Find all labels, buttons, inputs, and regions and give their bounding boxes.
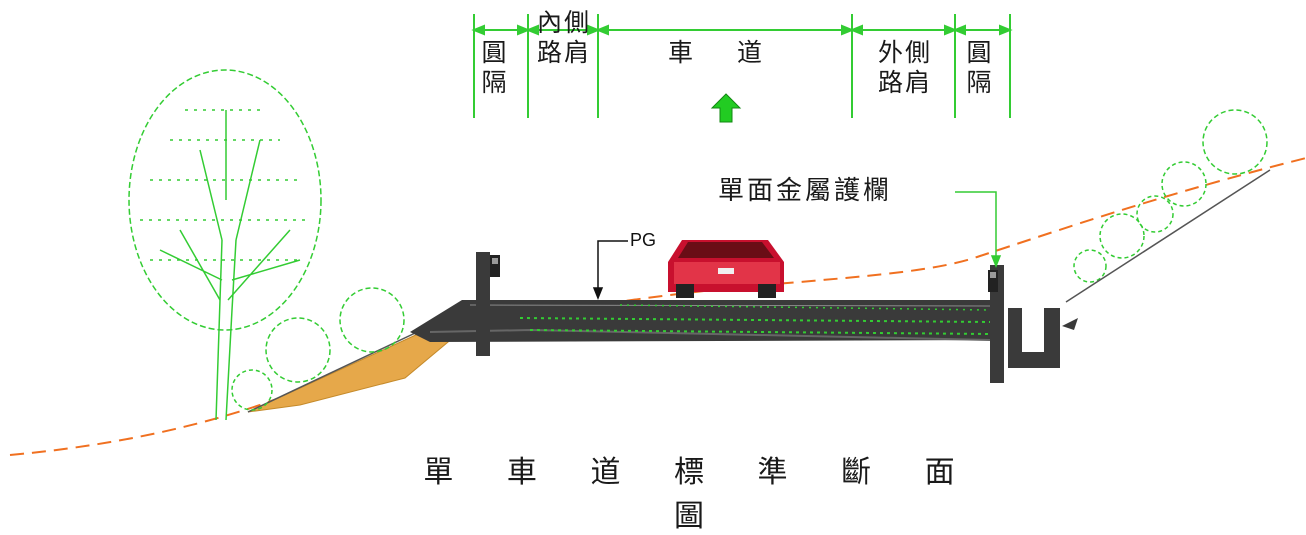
guardrail-pointer <box>955 191 1002 269</box>
label-inner-shoulder: 內側 路肩 <box>536 8 591 67</box>
pg-label: PG <box>630 230 657 250</box>
road-surface <box>410 300 1000 342</box>
cross-section-diagram <box>9 14 1306 456</box>
label-left-median: 圓 隔 <box>481 38 509 97</box>
pg-pointer <box>592 240 628 301</box>
car-icon <box>668 240 784 298</box>
dimension-lines <box>471 14 1013 118</box>
guardrail-label: 單面金屬護欄 <box>718 176 893 206</box>
up-arrow-icon <box>710 93 742 123</box>
fill-slope <box>247 331 462 413</box>
tree-icon <box>128 69 322 421</box>
shrubs <box>231 109 1268 411</box>
drain-icon <box>1008 308 1078 368</box>
label-carriageway: 車 道 <box>668 38 780 67</box>
diagram-title: 單 車 道 標 準 斷 面 圖 <box>423 455 977 534</box>
ground-line <box>9 157 1306 456</box>
guardrail-icon <box>988 265 1004 383</box>
label-outer-shoulder: 外側 路肩 <box>877 38 932 97</box>
label-right-median: 圓 隔 <box>966 38 994 97</box>
guardrail-icon <box>476 252 500 356</box>
